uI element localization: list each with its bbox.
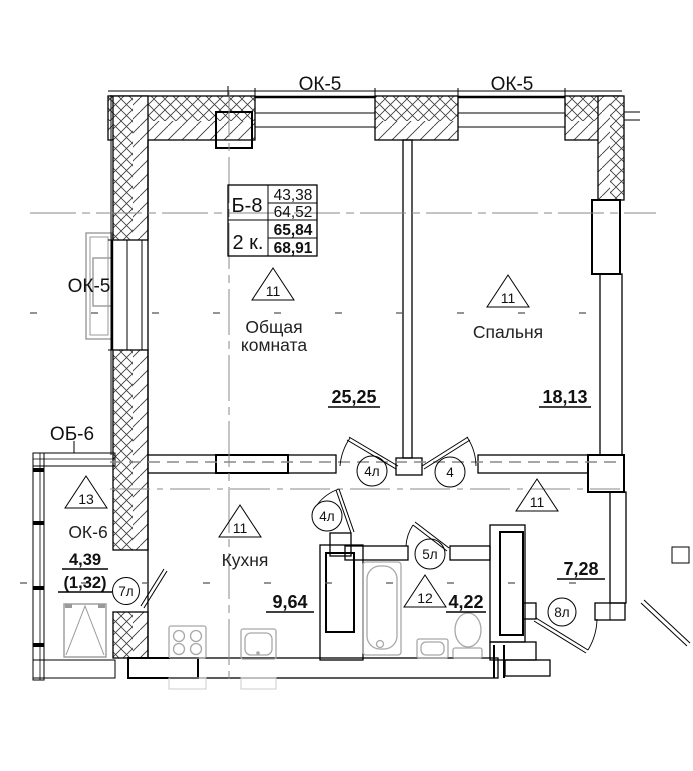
axis-lines xyxy=(20,91,656,680)
hallway-area: 7,28 xyxy=(563,559,598,579)
label-ok6: ОК-6 xyxy=(68,522,107,542)
rooms-count: 2 к. xyxy=(233,232,264,254)
partition-wall xyxy=(402,139,413,459)
label-ob6: ОБ-6 xyxy=(50,424,94,445)
top-wall xyxy=(107,90,623,141)
neighbor-fixtures-ghost xyxy=(168,677,277,690)
balcony-area: 4,39 xyxy=(69,551,101,569)
kitchen-name: Кухня xyxy=(222,550,269,570)
neighbor-entrance-door xyxy=(640,599,691,647)
bedroom-area: 18,13 xyxy=(542,387,587,407)
svg-text:5л: 5л xyxy=(422,547,437,562)
table-value-1: 43,38 xyxy=(274,187,313,204)
svg-text:11: 11 xyxy=(501,290,516,306)
svg-text:13: 13 xyxy=(78,491,94,507)
window-label-ok5-left: ОК-5 xyxy=(68,276,111,297)
table-value-2: 64,52 xyxy=(274,204,313,221)
door-bathroom xyxy=(405,521,450,552)
bedroom-name: Спальня xyxy=(473,322,543,342)
door-bedroom xyxy=(421,436,477,470)
svg-text:4: 4 xyxy=(446,465,454,480)
svg-text:7л: 7л xyxy=(118,584,133,599)
svg-text:11: 11 xyxy=(266,283,281,299)
stove xyxy=(168,625,207,659)
corridor-wall xyxy=(147,454,589,476)
right-wall xyxy=(587,95,690,621)
door-label-bedroom: 4 xyxy=(434,456,466,488)
top-window-1 xyxy=(254,88,376,128)
window-label-ok5-top-left: ОК-5 xyxy=(299,74,342,95)
room-number-kitchen: 11 xyxy=(218,504,262,538)
svg-text:4л: 4л xyxy=(319,509,334,524)
svg-text:4л: 4л xyxy=(364,464,379,479)
room-number-hallway: 11 xyxy=(515,478,559,512)
svg-text:11: 11 xyxy=(233,520,248,536)
balcony-structure xyxy=(32,441,116,681)
kitchen-area: 9,64 xyxy=(272,592,307,612)
living-name-line2: комната xyxy=(241,335,307,355)
table-value-4: 68,91 xyxy=(274,240,313,257)
svg-text:8л: 8л xyxy=(554,605,569,620)
living-name-line1: Общая xyxy=(245,317,302,337)
bottom-wall xyxy=(127,645,551,679)
door-label-kitchen: 4л xyxy=(311,500,343,532)
room-number-bedroom: 11 xyxy=(486,274,530,308)
door-living xyxy=(339,436,399,470)
apartment-info-table: Б-8 2 к. 43,38 64,52 65,84 68,91 xyxy=(227,184,318,257)
window-label-ok5-top-right: ОК-5 xyxy=(491,74,534,95)
room-number-bathroom: 12 xyxy=(403,574,447,608)
balcony-window-symbol xyxy=(63,603,107,658)
bathroom-sink xyxy=(416,638,449,659)
balcony-area-reduced: (1,32) xyxy=(63,574,106,592)
bathtub xyxy=(362,561,402,656)
living-area: 25,25 xyxy=(331,387,376,407)
svg-text:12: 12 xyxy=(417,590,433,606)
table-value-3: 65,84 xyxy=(274,222,313,239)
room-number-living: 11 xyxy=(251,267,295,301)
door-label-bathroom: 5л xyxy=(414,538,446,570)
left-window xyxy=(108,239,148,351)
bathroom-area: 4,22 xyxy=(448,592,483,612)
column-top xyxy=(215,111,253,149)
door-label-living: 4л xyxy=(356,455,388,487)
door-entrance xyxy=(533,617,598,654)
door-label-entrance: 8л xyxy=(547,597,577,627)
apartment-code: Б-8 xyxy=(232,195,263,217)
top-window-2 xyxy=(457,88,566,128)
toilet xyxy=(452,612,483,659)
door-label-balcony: 7л xyxy=(112,577,140,605)
svg-text:11: 11 xyxy=(530,494,545,510)
room-number-balcony: 13 xyxy=(64,475,108,509)
left-wall xyxy=(110,95,149,659)
kitchen-sink xyxy=(240,628,277,660)
door-balcony xyxy=(140,568,168,609)
